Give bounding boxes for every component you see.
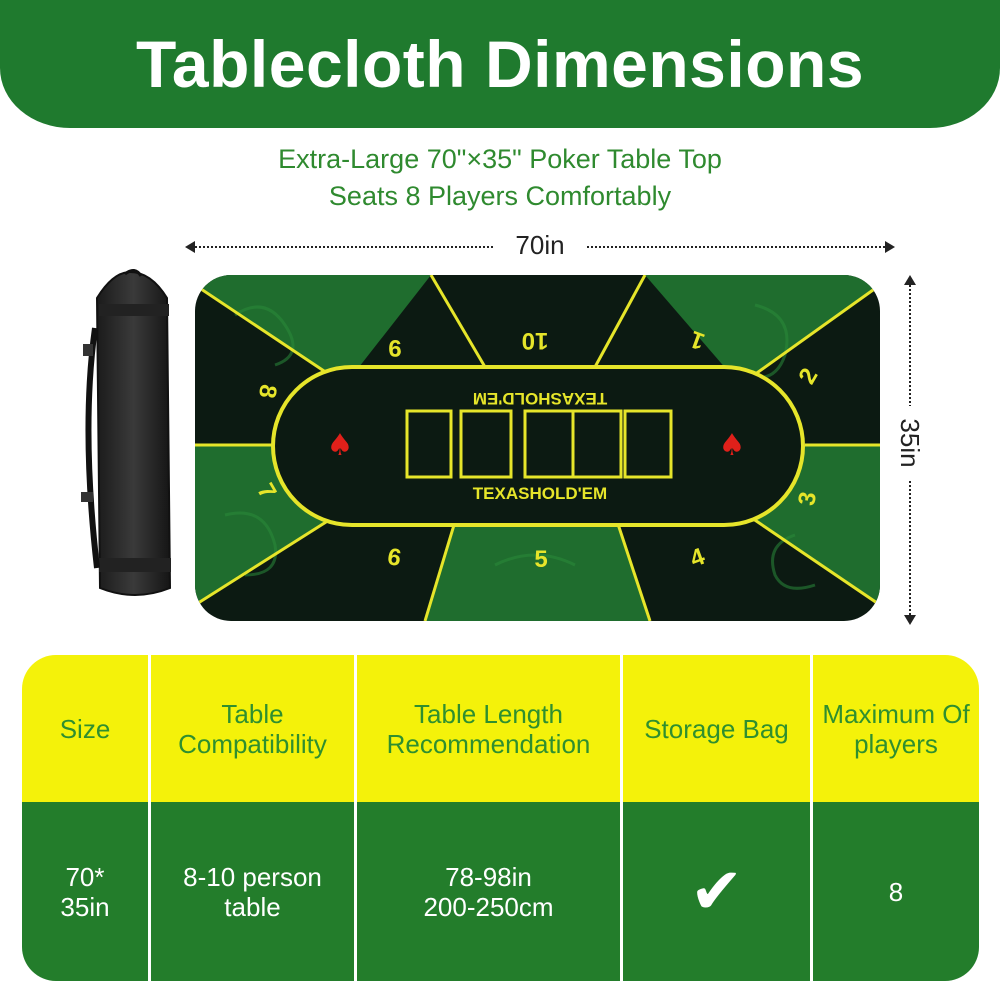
subtitle-line-1: Extra-Large 70"×35" Poker Table Top (278, 144, 722, 174)
value-compatibility: 8-10 person table (151, 802, 357, 981)
value-length-cm: 200-250cm (423, 891, 554, 922)
center-text-top: TEXASHOLD'EM (473, 389, 607, 408)
height-dimension: 35in (892, 275, 928, 625)
header-size: Size (22, 655, 151, 802)
value-length-in: 78-98in (445, 861, 532, 892)
seat-number: 6 (385, 543, 403, 572)
arrow-left-icon (185, 241, 195, 253)
spade-icon: ♠ (327, 428, 354, 463)
width-label: 70in (495, 230, 585, 261)
seat-number: 3 (793, 490, 822, 508)
header-max-players: Maximum Of players (822, 698, 970, 759)
value-length: 78-98in 200-250cm (357, 802, 623, 981)
specs-header-row: Size Table Compatibility Table Length Re… (22, 655, 979, 802)
seat-number: 10 (522, 327, 549, 354)
seat-number: 5 (534, 546, 547, 573)
center-text-bottom: TEXASHOLD'EM (473, 484, 607, 503)
poker-mat: ♠ ♠ TEXASHOLD'EM TEXASHOLD'EM 9 10 1 2 3… (195, 275, 880, 621)
value-max-players: 8 (888, 876, 904, 907)
arrow-down-icon (904, 615, 916, 625)
specs-table: Size Table Compatibility Table Length Re… (22, 655, 979, 981)
header-length: Table Length Recommendation (357, 655, 623, 802)
value-size: 70* 35in (22, 802, 151, 981)
seat-number: 9 (388, 334, 401, 361)
page-title: Tablecloth Dimensions (135, 27, 865, 101)
header-compatibility: Table Compatibility (151, 655, 357, 802)
height-label: 35in (892, 406, 928, 480)
specs-value-row: 70* 35in 8-10 person table 78-98in 200-2… (22, 802, 979, 981)
title-banner: Tablecloth Dimensions (0, 0, 1000, 128)
checkmark-icon: ✔ (689, 854, 744, 929)
width-dimension: 70in (185, 230, 895, 262)
seat-number: 8 (253, 382, 282, 400)
value-storage-bag: ✔ (623, 802, 813, 981)
spade-icon: ♠ (719, 428, 746, 463)
subtitle-line-2: Seats 8 Players Comfortably (328, 181, 672, 211)
arrow-up-icon (904, 275, 916, 285)
header-storage-bag: Storage Bag (623, 655, 813, 802)
arrow-right-icon (885, 241, 895, 253)
storage-bag-icon (81, 269, 172, 596)
